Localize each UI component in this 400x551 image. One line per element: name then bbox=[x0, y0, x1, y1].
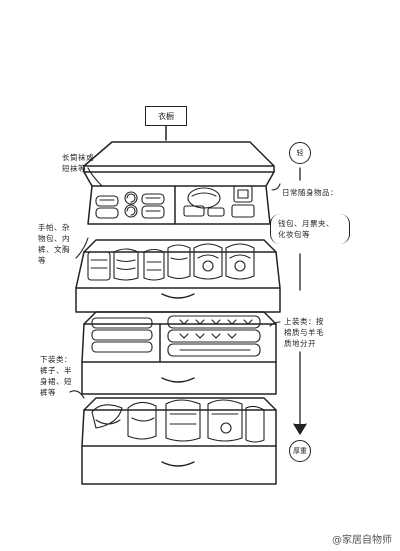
drawer-tier-3 bbox=[81, 311, 277, 395]
daily-items-bracket bbox=[270, 214, 350, 244]
weight-arrow bbox=[293, 167, 307, 435]
drawer-tier-2 bbox=[75, 239, 281, 313]
wardrobe-title: 衣橱 bbox=[145, 106, 187, 126]
annotation-bottoms: 下装类： 裤子、半 身裙、短 裤等 bbox=[40, 355, 72, 397]
light-marker: 轻 bbox=[289, 142, 311, 164]
annotation-handkerchiefs: 手帕、杂 物包、内 裤、文胸 等 bbox=[38, 223, 70, 265]
connector-tier3-right bbox=[269, 321, 281, 327]
connector-tier1-left bbox=[87, 167, 103, 187]
connector-tier2-left bbox=[75, 237, 89, 259]
watermark: @家居自物师 bbox=[332, 535, 392, 546]
connector-tier4-left bbox=[69, 390, 85, 399]
annotation-daily-items-detail: 钱包、月票夹、 化妆包等 bbox=[278, 219, 334, 239]
heavy-marker: 厚重 bbox=[289, 440, 311, 462]
connector-tier1-right bbox=[271, 183, 281, 191]
annotation-daily-items: 日常随身物品： bbox=[282, 188, 338, 197]
annotation-socks: 长筒袜或 短袜等 bbox=[62, 153, 94, 173]
drawer-tier-1 bbox=[83, 141, 275, 225]
annotation-tops: 上装类：按 棉质与羊毛 质地分开 bbox=[284, 317, 324, 348]
drawer-tier-4 bbox=[81, 397, 277, 485]
